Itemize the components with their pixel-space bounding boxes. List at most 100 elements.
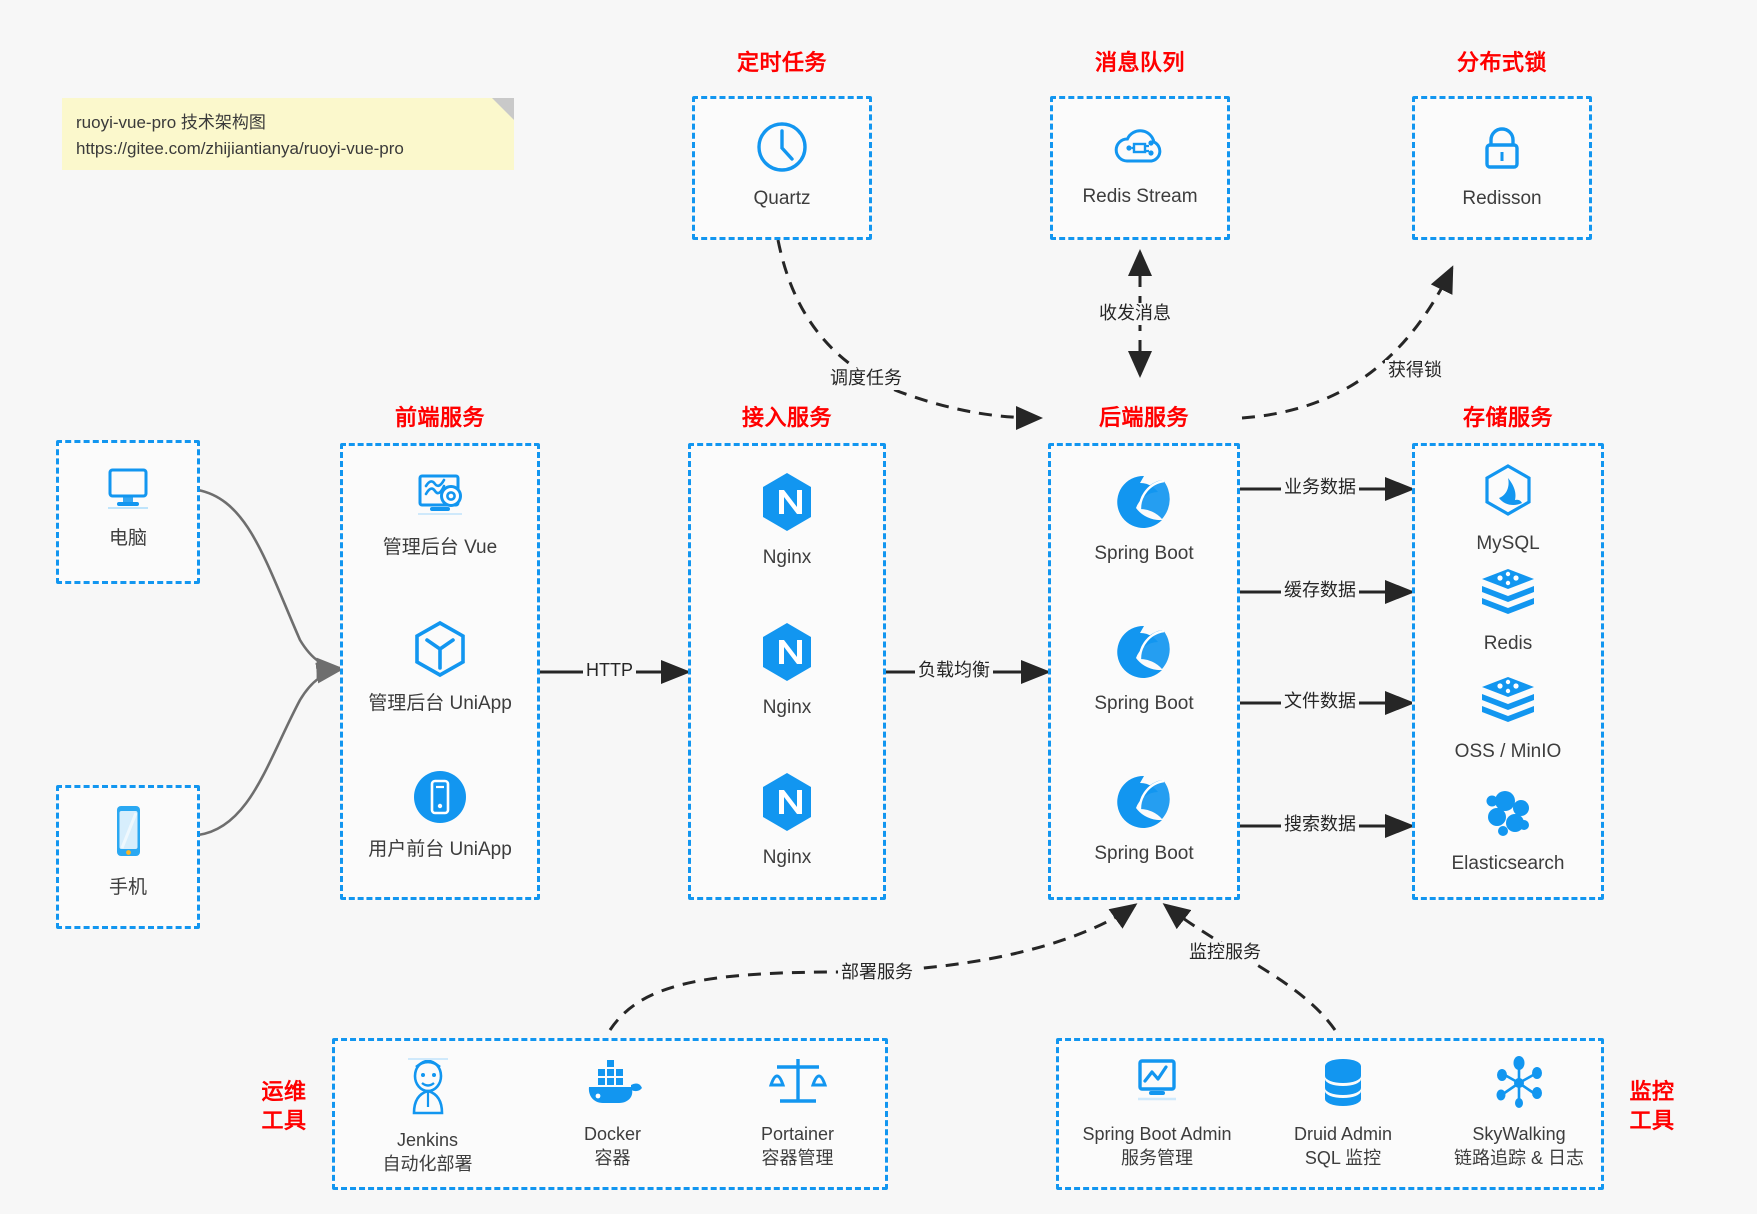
skywalking-icon (1490, 1055, 1548, 1111)
node-user-uniapp[interactable]: 用户前台 UniApp (343, 768, 537, 863)
group-box-lock[interactable]: Redisson (1412, 96, 1592, 240)
edge-label-monitor-service: 监控服务 (1186, 942, 1264, 964)
node-label: 管理后台 Vue (382, 537, 498, 558)
desktop-icon (99, 459, 157, 515)
group-box-scheduler[interactable]: Quartz (692, 96, 872, 240)
dashboard-gear-icon (410, 468, 470, 524)
node-label: MySQL (1476, 533, 1540, 554)
edge-label-http: HTTP (583, 660, 636, 682)
node-portainer[interactable]: Portainer 容器管理 (705, 1053, 890, 1171)
node-druid-admin[interactable]: Druid Admin SQL 监控 (1255, 1055, 1431, 1171)
spring-boot-icon (1114, 772, 1174, 830)
redis-icon (1477, 566, 1539, 620)
node-label: Redisson (1462, 188, 1542, 209)
monitor-chart-icon (1127, 1055, 1187, 1111)
node-label: 用户前台 UniApp (368, 839, 512, 860)
node-jenkins[interactable]: Jenkins 自动化部署 (335, 1055, 520, 1177)
node-label: Druid Admin (1293, 1124, 1393, 1144)
group-box-mq[interactable]: Redis Stream (1050, 96, 1230, 240)
edge-label-search-data: 搜索数据 (1281, 814, 1359, 836)
node-mysql[interactable]: MySQL (1415, 462, 1601, 557)
group-title-monitor-line2: 工具 (1629, 1107, 1675, 1133)
note-fold-icon (492, 98, 514, 120)
mobile-round-icon (411, 768, 469, 826)
node-sublabel: SQL 监控 (1304, 1148, 1382, 1169)
portainer-scale-icon (767, 1053, 829, 1111)
lock-icon (1475, 119, 1529, 175)
node-sublabel: 容器 (594, 1148, 631, 1169)
group-box-devops[interactable]: Jenkins 自动化部署 Docker 容器 (332, 1038, 888, 1190)
edge-label-cache-data: 缓存数据 (1281, 580, 1359, 602)
node-label: 管理后台 UniApp (368, 693, 512, 714)
node-label: OSS / MinIO (1454, 741, 1562, 762)
node-nginx-3[interactable]: Nginx (691, 770, 883, 871)
group-box-client-desktop[interactable]: 电脑 (56, 440, 200, 584)
group-box-gateway[interactable]: Nginx Nginx Nginx (688, 443, 886, 900)
node-quartz[interactable]: Quartz (695, 119, 869, 212)
node-label: Spring Boot (1094, 843, 1194, 864)
group-box-backend[interactable]: Spring Boot Spring Boot Spring Boot (1048, 443, 1240, 900)
node-oss-minio[interactable]: OSS / MinIO (1415, 674, 1601, 765)
database-icon (1315, 1055, 1371, 1111)
group-box-storage[interactable]: MySQL Redis (1412, 443, 1604, 900)
group-box-client-mobile[interactable]: 手机 (56, 785, 200, 929)
group-box-monitor[interactable]: Spring Boot Admin 服务管理 Druid Admin SQL 监… (1056, 1038, 1604, 1190)
node-elasticsearch[interactable]: Elasticsearch (1415, 784, 1601, 877)
node-label: Redis Stream (1082, 186, 1198, 207)
group-title-frontend: 前端服务 (394, 405, 485, 430)
node-label: 手机 (108, 877, 147, 898)
node-nginx-1[interactable]: Nginx (691, 470, 883, 571)
cloud-network-icon (1111, 119, 1169, 173)
node-sublabel: 链路追踪 & 日志 (1453, 1148, 1584, 1169)
node-spring-boot-admin[interactable]: Spring Boot Admin 服务管理 (1059, 1055, 1255, 1171)
node-sublabel: 自动化部署 (382, 1154, 473, 1175)
info-note: ruoyi-vue-pro 技术架构图 https://gitee.com/zh… (62, 98, 514, 170)
node-label: Nginx (762, 547, 812, 568)
node-spring-boot-2[interactable]: Spring Boot (1051, 622, 1237, 717)
node-admin-uniapp[interactable]: 管理后台 UniApp (343, 618, 537, 717)
docker-icon (581, 1055, 645, 1111)
node-spring-boot-1[interactable]: Spring Boot (1051, 472, 1237, 567)
node-desktop[interactable]: 电脑 (59, 459, 197, 552)
node-nginx-2[interactable]: Nginx (691, 620, 883, 721)
group-title-lock: 分布式锁 (1456, 50, 1547, 75)
node-docker[interactable]: Docker 容器 (520, 1055, 705, 1171)
node-label: 电脑 (108, 528, 147, 549)
group-title-gateway: 接入服务 (741, 405, 832, 430)
node-label: Spring Boot (1094, 693, 1194, 714)
oss-icon (1477, 674, 1539, 728)
group-title-backend: 后端服务 (1098, 405, 1189, 430)
node-label: Elasticsearch (1451, 853, 1565, 874)
group-title-devops-line1: 运维 (261, 1079, 307, 1104)
group-title-monitor-line1: 监控 (1629, 1079, 1675, 1104)
node-redisson[interactable]: Redisson (1415, 119, 1589, 212)
node-label: Docker (583, 1124, 641, 1144)
uniapp-cube-icon (409, 618, 471, 680)
node-label: Spring Boot Admin (1082, 1124, 1232, 1144)
group-title-mq: 消息队列 (1094, 50, 1185, 75)
node-admin-vue[interactable]: 管理后台 Vue (343, 468, 537, 561)
jenkins-icon (400, 1055, 456, 1117)
spring-boot-icon (1114, 472, 1174, 530)
group-box-frontend[interactable]: 管理后台 Vue 管理后台 UniApp 用户前台 UniApp (340, 443, 540, 900)
clock-icon (754, 119, 810, 175)
note-line-title: ruoyi-vue-pro 技术架构图 (76, 113, 266, 132)
nginx-icon (758, 770, 816, 834)
node-label: Nginx (762, 697, 812, 718)
node-label: Spring Boot (1094, 543, 1194, 564)
node-spring-boot-3[interactable]: Spring Boot (1051, 772, 1237, 867)
node-label: Nginx (762, 847, 812, 868)
edge-label-deploy-service: 部署服务 (838, 962, 916, 984)
edge-label-acquire-lock: 获得锁 (1385, 360, 1445, 382)
node-label: Redis (1483, 633, 1533, 654)
edge-label-send-receive-message: 收发消息 (1096, 303, 1174, 325)
elasticsearch-icon (1479, 784, 1537, 840)
edge-label-business-data: 业务数据 (1281, 477, 1359, 499)
node-redis-stream[interactable]: Redis Stream (1053, 119, 1227, 210)
node-sublabel: 服务管理 (1121, 1148, 1193, 1169)
node-redis[interactable]: Redis (1415, 566, 1601, 657)
node-skywalking[interactable]: SkyWalking 链路追踪 & 日志 (1431, 1055, 1607, 1171)
group-title-devops-line2: 工具 (261, 1107, 307, 1133)
node-mobile[interactable]: 手机 (59, 802, 197, 901)
